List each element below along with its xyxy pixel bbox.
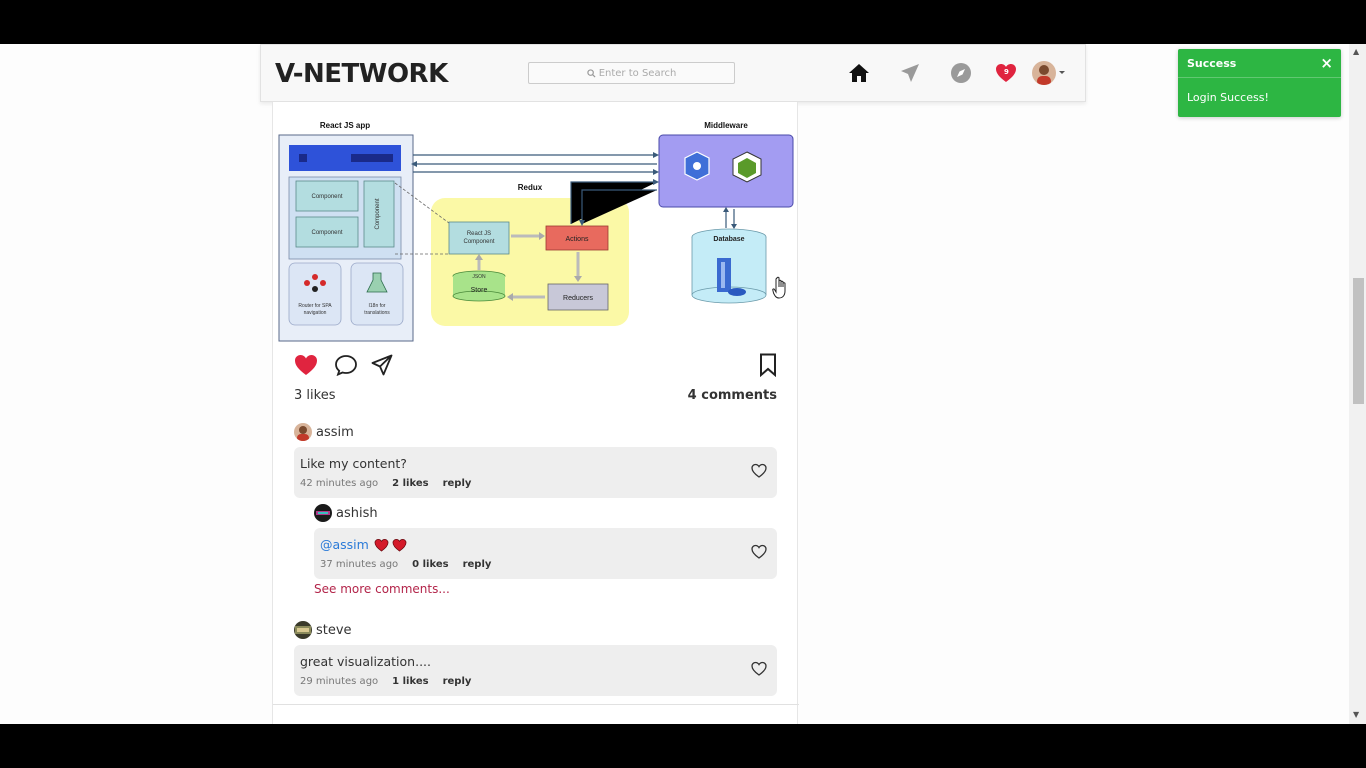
- mention-link[interactable]: @assim: [320, 537, 369, 552]
- post-divider: [273, 704, 799, 705]
- svg-text:Router for SPA: Router for SPA: [298, 303, 332, 309]
- comment-author[interactable]: steve: [294, 621, 352, 639]
- see-more-comments-link[interactable]: See more comments...: [314, 582, 450, 596]
- scroll-up-arrow-icon[interactable]: ▲: [1353, 47, 1360, 56]
- comment-likes[interactable]: 2 likes: [392, 478, 429, 489]
- avatar: [294, 621, 312, 639]
- svg-text:React JS: React JS: [467, 231, 491, 237]
- comment-like-heart-icon[interactable]: [751, 463, 767, 479]
- svg-text:I18n for: I18n for: [369, 303, 386, 309]
- reply-button[interactable]: reply: [462, 559, 492, 570]
- like-heart-icon[interactable]: [293, 352, 319, 378]
- notifications-heart-icon[interactable]: 9: [994, 61, 1018, 85]
- search-input[interactable]: Enter to Search: [528, 62, 735, 84]
- comment-like-heart-icon[interactable]: [751, 661, 767, 677]
- comment-time: 29 minutes ago: [300, 676, 379, 687]
- comment-time: 42 minutes ago: [300, 478, 379, 489]
- page-scrollbar[interactable]: ▲ ▼: [1349, 44, 1366, 724]
- hand-cursor-icon: [772, 276, 786, 299]
- brand-logo[interactable]: V-NETWORK: [275, 59, 448, 89]
- svg-text:Component: Component: [311, 230, 342, 236]
- comments-count[interactable]: 4 comments: [687, 388, 777, 403]
- toast-divider: [1178, 77, 1341, 78]
- post-actions: [293, 352, 779, 382]
- avatar: [294, 423, 312, 441]
- svg-text:Redux: Redux: [518, 183, 543, 192]
- comment-meta: 42 minutes ago 2 likes reply: [300, 478, 471, 489]
- scroll-thumb[interactable]: [1353, 278, 1364, 404]
- architecture-diagram-image: React JS app Component Component Compone…: [278, 121, 794, 342]
- comment-likes[interactable]: 0 likes: [412, 559, 449, 570]
- top-navbar: V-NETWORK Enter to Search 9: [260, 44, 1086, 102]
- comment-text: Like my content?: [300, 456, 407, 471]
- svg-text:React JS app: React JS app: [320, 121, 370, 130]
- svg-text:Database: Database: [713, 236, 744, 243]
- comment-author[interactable]: assim: [294, 423, 354, 441]
- success-toast: Success × Login Success!: [1178, 49, 1341, 117]
- comment-like-heart-icon[interactable]: [751, 544, 767, 560]
- reply-button[interactable]: reply: [442, 478, 472, 489]
- svg-text:Component: Component: [375, 198, 381, 229]
- home-icon[interactable]: [847, 61, 871, 85]
- comment-likes[interactable]: 1 likes: [392, 676, 429, 687]
- comment-author[interactable]: ashish: [314, 504, 378, 522]
- heart-emoji-icon: [374, 538, 389, 552]
- svg-text:Middleware: Middleware: [704, 121, 748, 130]
- comment-username: assim: [316, 424, 354, 440]
- svg-text:Actions: Actions: [566, 236, 589, 243]
- comment-card: Like my content? 42 minutes ago 2 likes …: [294, 447, 777, 498]
- comment-card: great visualization.... 29 minutes ago 1…: [294, 645, 777, 696]
- bookmark-icon[interactable]: [757, 352, 779, 378]
- svg-text:JSON: JSON: [472, 274, 486, 280]
- comment-username: ashish: [336, 505, 378, 521]
- scroll-down-arrow-icon[interactable]: ▼: [1353, 710, 1360, 719]
- toast-message: Login Success!: [1187, 91, 1269, 104]
- avatar: [1032, 61, 1056, 85]
- notification-count: 9: [1004, 68, 1009, 76]
- reply-button[interactable]: reply: [442, 676, 472, 687]
- comment-meta: 29 minutes ago 1 likes reply: [300, 676, 471, 687]
- svg-text:Component: Component: [311, 194, 342, 200]
- close-icon[interactable]: ×: [1320, 54, 1333, 72]
- comment-text: great visualization....: [300, 654, 431, 669]
- svg-text:Reducers: Reducers: [563, 295, 593, 302]
- heart-emoji-icon: [392, 538, 407, 552]
- toast-title: Success: [1187, 57, 1237, 70]
- svg-text:translations: translations: [364, 310, 390, 316]
- avatar: [314, 504, 332, 522]
- comment-meta: 37 minutes ago 0 likes reply: [320, 559, 491, 570]
- search-icon: [587, 68, 596, 78]
- profile-menu[interactable]: [1032, 61, 1066, 85]
- comment-username: steve: [316, 622, 352, 638]
- share-send-icon[interactable]: [369, 352, 395, 378]
- comment-text: @assim: [320, 537, 407, 552]
- search-placeholder: Enter to Search: [598, 67, 677, 79]
- comment-icon[interactable]: [333, 352, 359, 378]
- comment-card: @assim 37 minutes ago 0 likes reply: [314, 528, 777, 579]
- post-card: React JS app Component Component Compone…: [272, 102, 799, 724]
- explore-icon[interactable]: [949, 61, 973, 85]
- svg-text:Store: Store: [471, 287, 488, 294]
- send-icon[interactable]: [898, 61, 922, 85]
- svg-text:navigation: navigation: [304, 310, 327, 316]
- svg-text:Component: Component: [463, 239, 494, 245]
- chevron-down-icon: [1059, 71, 1065, 74]
- likes-count[interactable]: 3 likes: [294, 388, 336, 403]
- app-viewport: V-NETWORK Enter to Search 9 React: [0, 44, 1366, 724]
- comment-time: 37 minutes ago: [320, 559, 399, 570]
